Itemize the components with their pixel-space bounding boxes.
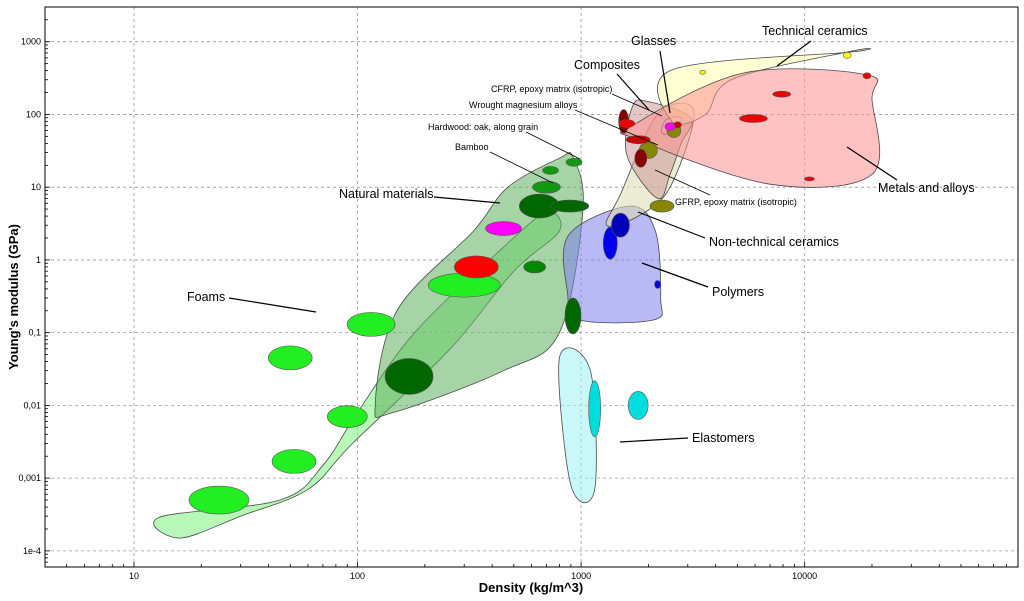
bubble-metals-and-alloys bbox=[804, 176, 815, 182]
bubble-elastomers bbox=[627, 391, 649, 420]
leader-glasses bbox=[659, 50, 671, 114]
bubble-metals-and-alloys bbox=[739, 114, 768, 123]
bubble-natural-materials bbox=[542, 166, 559, 175]
bubble-foams bbox=[188, 485, 250, 515]
leader-elastomers bbox=[619, 437, 689, 443]
leader-natural-materials bbox=[433, 196, 501, 204]
material-bubbles bbox=[188, 52, 872, 515]
leader-composites bbox=[616, 73, 650, 111]
y-tick-label: 1000 bbox=[21, 37, 41, 47]
annotations: Technical ceramics Glasses Composites CF… bbox=[187, 24, 975, 445]
bubble-bamboo bbox=[532, 180, 561, 194]
annotation-foams: Foams bbox=[187, 290, 225, 304]
leader-gfrp bbox=[654, 169, 711, 196]
leader-bamboo bbox=[489, 151, 554, 184]
y-tick-label: 0,01 bbox=[23, 400, 41, 410]
bubble-technical-ceramics bbox=[842, 52, 852, 59]
bubble-foams bbox=[327, 405, 368, 428]
bubble-gfrp-epoxy-matrix-isotropic bbox=[634, 148, 648, 168]
bubble-natural-materials bbox=[565, 157, 583, 167]
annotation-elastomers: Elastomers bbox=[692, 431, 755, 445]
bubble-wrought-magnesium-alloys bbox=[625, 135, 651, 144]
plot-frame bbox=[44, 6, 1019, 568]
leader-non-technical-ceramics bbox=[637, 211, 706, 239]
bubble-natural-materials bbox=[523, 260, 546, 274]
x-tick-label: 1000 bbox=[571, 571, 591, 581]
bubble-polymers bbox=[564, 297, 582, 335]
bubble-elastomers bbox=[588, 380, 601, 438]
leader-cfrp bbox=[611, 93, 663, 117]
bubble-natural-materials bbox=[384, 358, 434, 395]
envelope-metals-and-alloys bbox=[619, 68, 881, 188]
bubble-natural-materials bbox=[485, 221, 522, 236]
x-tick-label: 100 bbox=[350, 571, 365, 581]
annotation-composites: Composites bbox=[574, 58, 640, 72]
bubble-technical-ceramics bbox=[699, 69, 707, 75]
annotation-cfrp: CFRP, epoxy matrix (isotropic) bbox=[491, 84, 612, 94]
annotation-gfrp: GFRP, epoxy matrix (isotropic) bbox=[675, 197, 797, 207]
plot-border bbox=[44, 6, 1019, 568]
y-tick-label: 0,1 bbox=[28, 328, 41, 338]
leader-wrought-magnesium bbox=[574, 109, 659, 146]
bubble-foams bbox=[427, 272, 501, 298]
y-tick-label: 0,001 bbox=[18, 473, 41, 483]
bubble-polymers bbox=[611, 212, 630, 238]
annotation-natural-materials: Natural materials bbox=[339, 187, 433, 201]
bubble-natural-materials bbox=[550, 199, 590, 213]
bubble-natural-materials bbox=[454, 255, 499, 279]
y-tick-label: 1e-4 bbox=[23, 546, 41, 556]
leader-technical-ceramics bbox=[776, 40, 812, 67]
bubble-foams bbox=[346, 312, 396, 337]
leader-foams bbox=[228, 297, 317, 313]
leader-metals-and-alloys bbox=[846, 146, 898, 181]
bubble-cfrp-epoxy-matrix-isotropic bbox=[618, 119, 636, 128]
bubble-foams bbox=[271, 449, 317, 474]
y-axis-title: Young's modulus (GPa) bbox=[6, 224, 21, 370]
annotation-hardwood: Hardwood: oak, along grain bbox=[428, 122, 538, 132]
annotation-polymers: Polymers bbox=[712, 285, 764, 299]
x-axis-title: Density (kg/m^3) bbox=[479, 580, 583, 595]
annotation-metals-and-alloys: Metals and alloys bbox=[878, 181, 975, 195]
annotation-glasses: Glasses bbox=[631, 34, 676, 48]
annotation-bamboo: Bamboo bbox=[455, 142, 489, 152]
annotation-non-technical-ceramics: Non-technical ceramics bbox=[709, 235, 839, 249]
envelope-elastomers bbox=[558, 347, 597, 504]
bubble-glasses bbox=[664, 122, 676, 131]
envelope-polymers bbox=[562, 205, 663, 324]
bubble-metals-and-alloys bbox=[862, 72, 872, 80]
bubble-metals-and-alloys bbox=[772, 90, 792, 98]
y-tick-label: 10 bbox=[31, 182, 41, 192]
annotation-wrought-magnesium: Wrought magnesium alloys bbox=[469, 100, 578, 110]
bubble-polymers bbox=[602, 226, 618, 260]
bubble-polymers bbox=[654, 280, 661, 289]
bubble-foams bbox=[267, 345, 313, 371]
bubble-non-technical-ceramics bbox=[649, 199, 675, 213]
y-tick-label: 1 bbox=[36, 255, 41, 265]
tick-labels: 10 100 1000 10000 1e-4 0,001 0,01 0,1 1 10 100 1000 bbox=[18, 37, 817, 581]
leader-polymers bbox=[641, 262, 709, 288]
x-tick-label: 10000 bbox=[792, 571, 817, 581]
leader-hardwood bbox=[525, 131, 581, 160]
x-tick-label: 10 bbox=[129, 571, 139, 581]
annotation-technical-ceramics: Technical ceramics bbox=[762, 24, 868, 38]
y-tick-label: 100 bbox=[26, 109, 41, 119]
